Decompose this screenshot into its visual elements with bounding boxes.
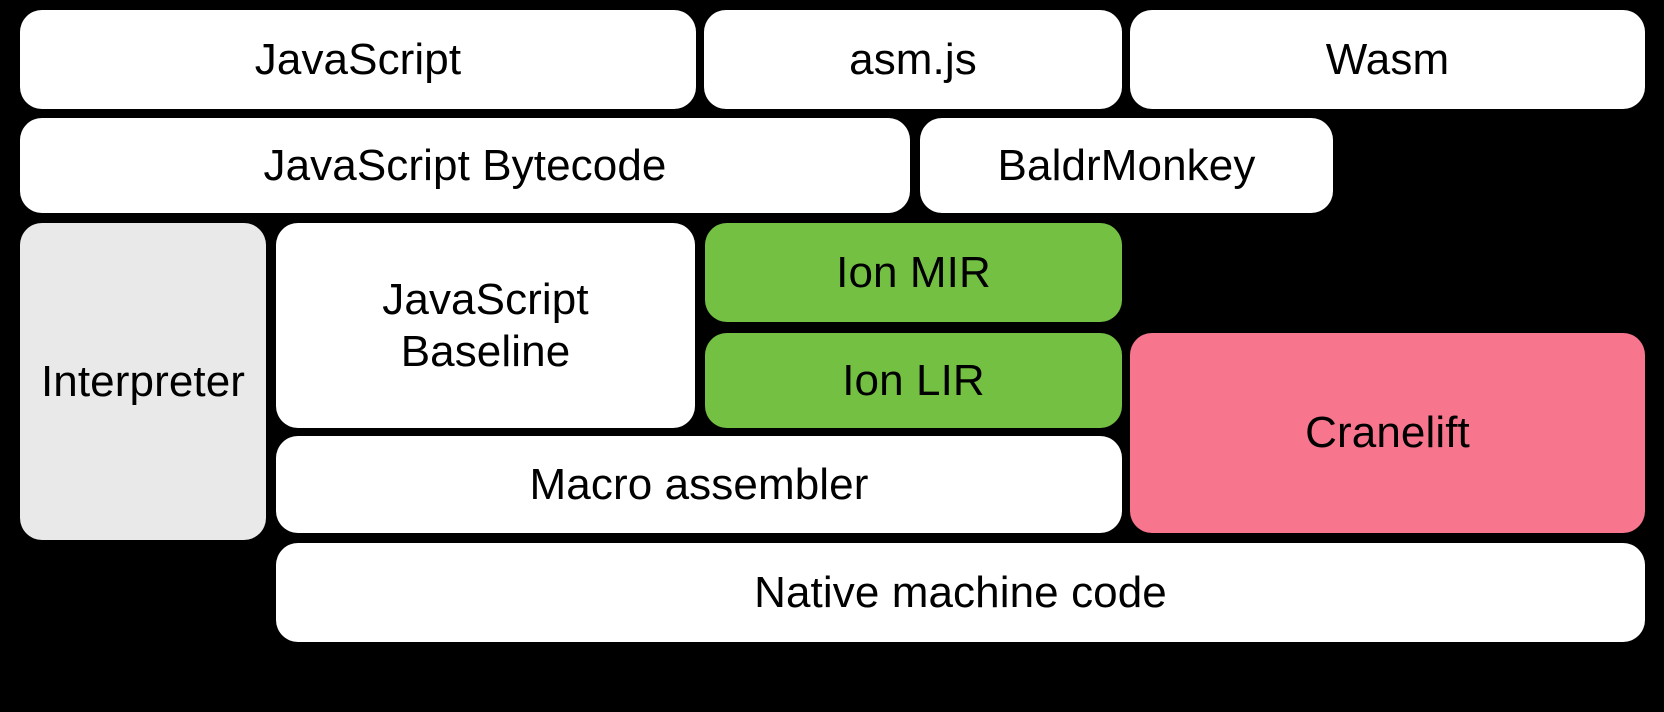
node-baldrmonkey: BaldrMonkey (920, 118, 1333, 213)
node-javascript-bytecode: JavaScript Bytecode (20, 118, 910, 213)
node-macro-assembler: Macro assembler (276, 436, 1122, 533)
node-ion-lir: Ion LIR (705, 333, 1122, 428)
node-asm-js: asm.js (704, 10, 1122, 109)
node-interpreter: Interpreter (20, 223, 266, 540)
node-javascript-baseline: JavaScript Baseline (276, 223, 695, 428)
node-wasm: Wasm (1130, 10, 1645, 109)
node-cranelift: Cranelift (1130, 333, 1645, 533)
node-ion-mir: Ion MIR (705, 223, 1122, 322)
node-javascript: JavaScript (20, 10, 696, 109)
node-native-machine-code: Native machine code (276, 543, 1645, 642)
